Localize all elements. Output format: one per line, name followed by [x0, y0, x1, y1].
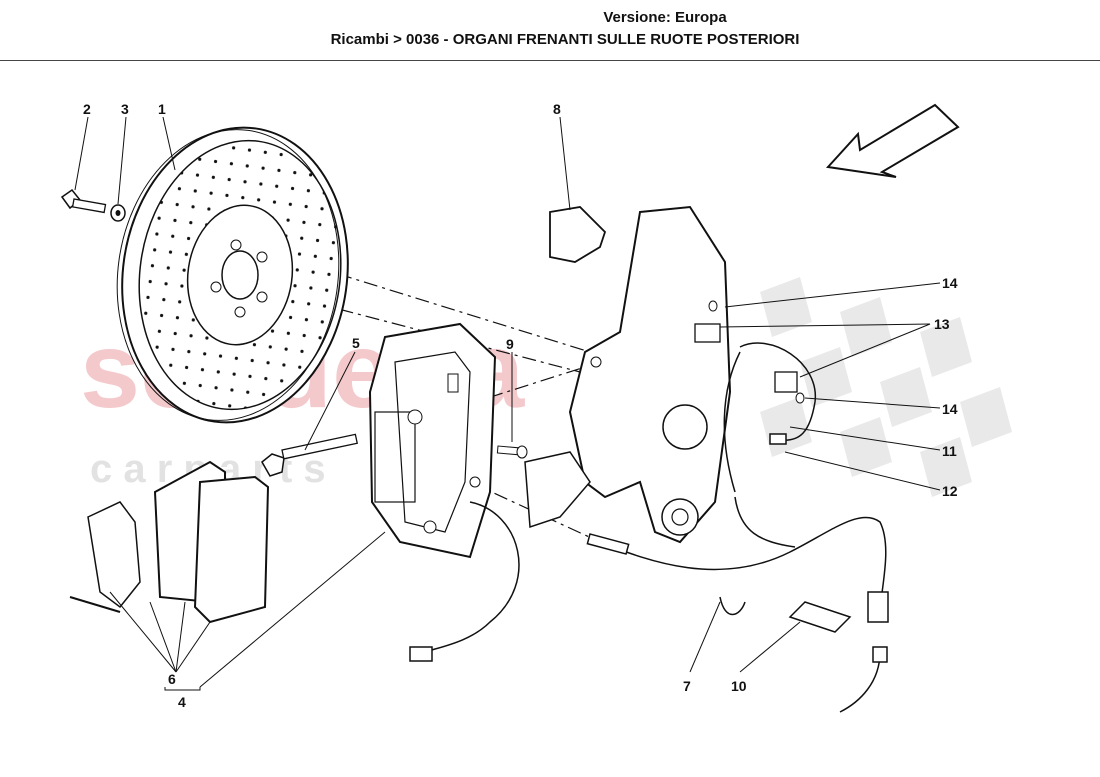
- callout-12[interactable]: 12: [942, 483, 958, 499]
- callout-9[interactable]: 9: [506, 336, 514, 352]
- pad-wear-cable: [723, 342, 816, 493]
- direction-arrow-icon: [825, 103, 960, 178]
- callout-13[interactable]: 13: [934, 316, 950, 332]
- callout-8[interactable]: 8: [553, 101, 561, 117]
- disc-bolt: [60, 188, 107, 214]
- version-label: Versione: Europa: [603, 9, 727, 26]
- callout-3[interactable]: 3: [121, 101, 129, 117]
- caliper-screw: [496, 445, 528, 459]
- abs-sensor-cable: [586, 496, 889, 623]
- disc-washer: [110, 204, 126, 222]
- brake-disc: [116, 126, 349, 424]
- page-header: Versione: Europa Ricambi > 0036 - ORGANI…: [0, 0, 1100, 62]
- cable-clip: [788, 601, 852, 633]
- callout-4[interactable]: 4: [178, 694, 186, 710]
- callout-14-top[interactable]: 14: [942, 275, 958, 291]
- breadcrumb[interactable]: Ricambi > 0036 - ORGANI FRENANTI SULLE R…: [330, 31, 800, 48]
- callout-7[interactable]: 7: [683, 678, 691, 694]
- callout-14-bottom[interactable]: 14: [942, 401, 958, 417]
- callout-1[interactable]: 1: [158, 101, 166, 117]
- callout-leader-lines: [74, 116, 941, 691]
- caliper-sensor-cable: [409, 501, 520, 662]
- callout-labels: 2 3 1 8 5 9 14 13 14 11 12 7 10 6 4: [83, 101, 958, 710]
- callout-10[interactable]: 10: [731, 678, 747, 694]
- caliper-bolt: [261, 433, 359, 477]
- callout-11[interactable]: 11: [942, 443, 957, 459]
- sensor-brackets: [694, 300, 805, 404]
- exploded-parts-diagram: scuderia c a r p a r t s: [60, 101, 1012, 713]
- lower-hose: [839, 646, 888, 713]
- callout-5[interactable]: 5: [352, 335, 360, 351]
- hub-carrier: [524, 205, 732, 544]
- callout-2[interactable]: 2: [83, 101, 91, 117]
- callout-6[interactable]: 6: [168, 671, 176, 687]
- header-divider: [0, 60, 1100, 61]
- checkered-flag-watermark: [760, 277, 1012, 497]
- brake-caliper: [368, 322, 497, 559]
- brake-pads: [69, 460, 270, 624]
